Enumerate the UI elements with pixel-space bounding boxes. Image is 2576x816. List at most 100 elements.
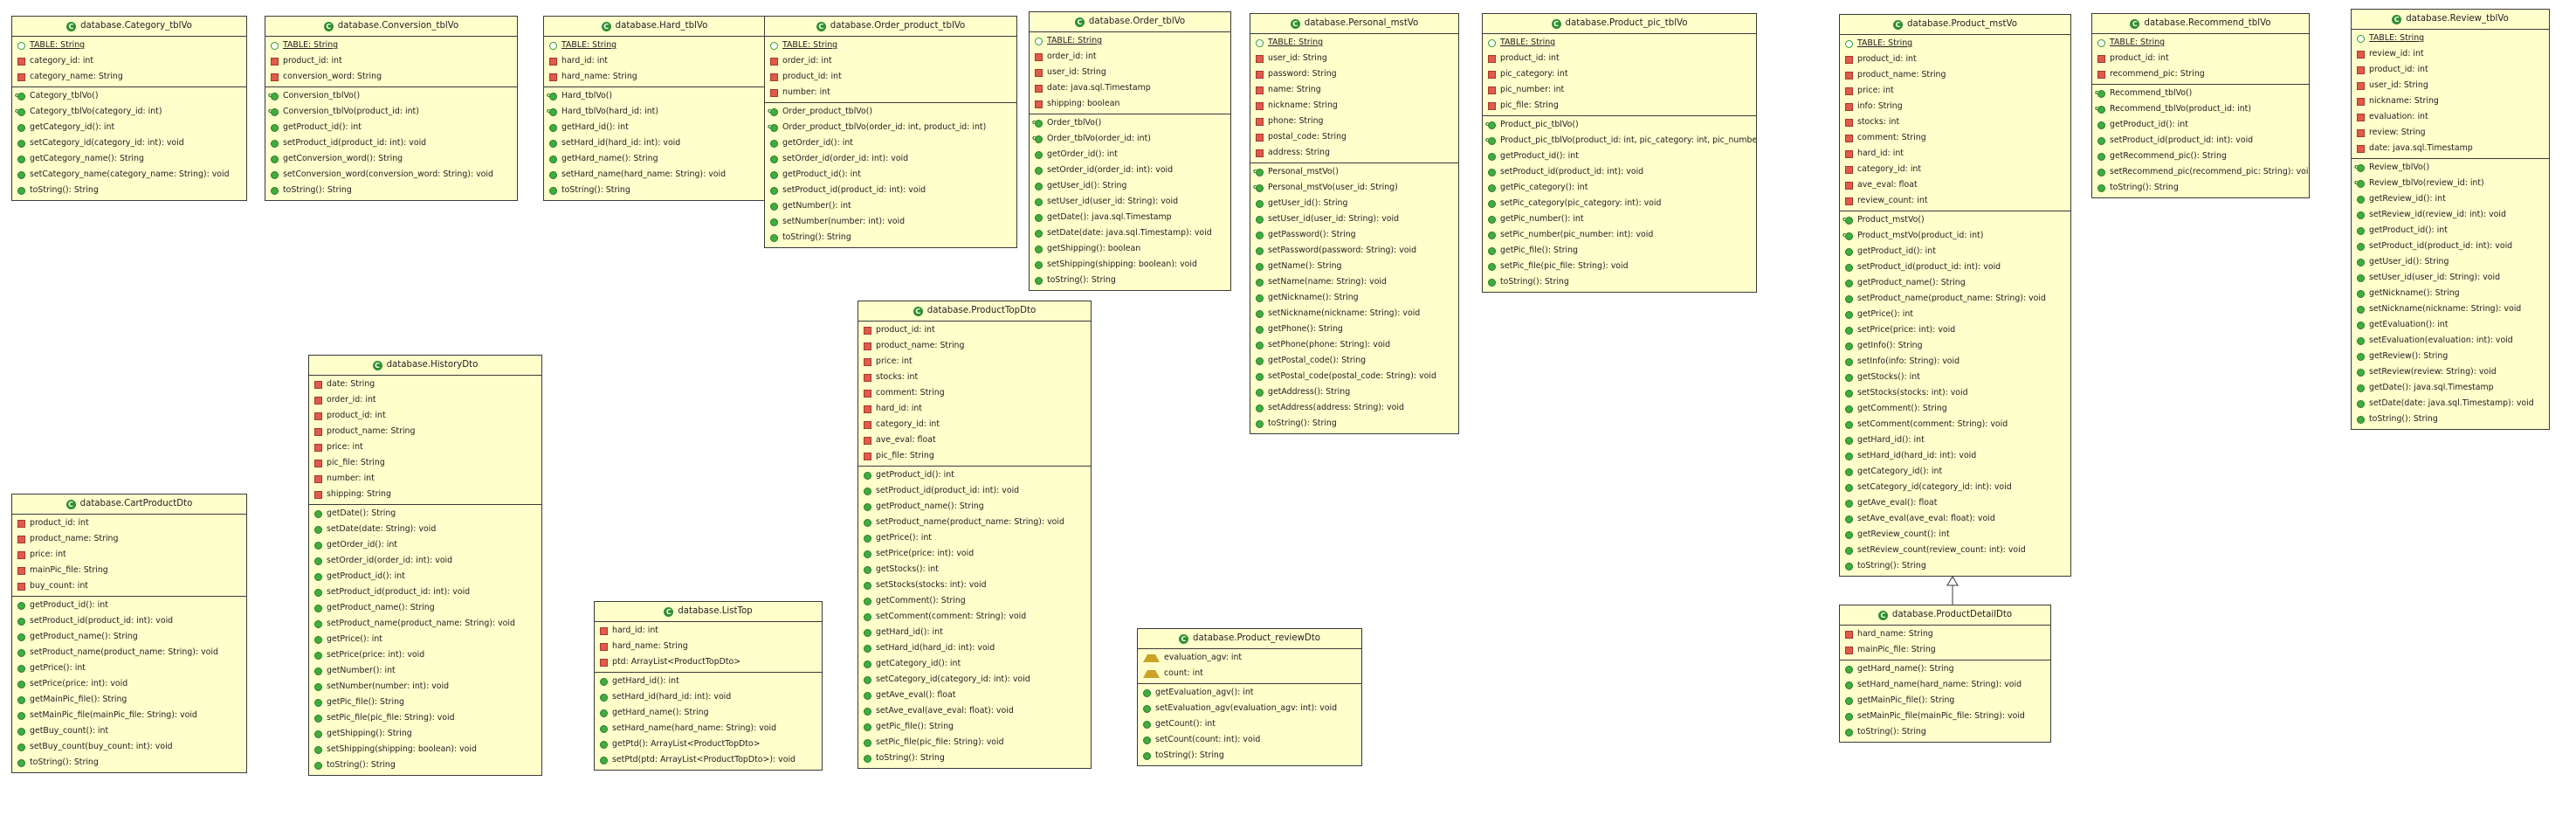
operation-row[interactable]: getHard_id(): int <box>858 625 1091 640</box>
operation-row[interactable]: setPtd(ptd: ArrayList<ProductTopDto>): v… <box>595 752 822 768</box>
operation-row[interactable]: toString(): String <box>309 757 541 773</box>
operation-row[interactable]: getNickname(): String <box>1250 290 1458 306</box>
attribute-row[interactable]: product_id: int <box>1483 51 1756 66</box>
operation-row[interactable]: getEvaluation_agv(): int <box>1138 685 1361 701</box>
operation-row[interactable]: getHard_id(): int <box>544 120 765 135</box>
operation-row[interactable]: setShipping(shipping: boolean): void <box>309 742 541 757</box>
attribute-row[interactable]: date: java.sql.Timestamp <box>2352 141 2549 156</box>
attribute-row[interactable]: product_name: String <box>858 338 1091 354</box>
attribute-row[interactable]: user_id: String <box>2352 78 2549 93</box>
operation-row[interactable]: Conversion_tblVo() <box>265 88 517 104</box>
operation-row[interactable]: setProduct_id(product_id: int): void <box>265 135 517 151</box>
operation-row[interactable]: getProduct_id(): int <box>1483 149 1756 164</box>
operation-row[interactable]: setPrice(price: int): void <box>858 546 1091 562</box>
operation-row[interactable]: setHard_name(hard_name: String): void <box>595 721 822 736</box>
operation-row[interactable]: toString(): String <box>12 183 246 198</box>
attribute-row[interactable]: review_id: int <box>2352 46 2549 62</box>
operation-row[interactable]: getOrder_id(): int <box>1030 147 1230 163</box>
operation-row[interactable]: toString(): String <box>765 230 1016 245</box>
attribute-row[interactable]: phone: String <box>1250 114 1458 129</box>
attribute-row[interactable]: mainPic_file: String <box>1840 642 2050 658</box>
operation-row[interactable]: setProduct_id(product_id: int): void <box>2092 133 2309 149</box>
operation-row[interactable]: setHard_id(hard_id: int): void <box>544 135 765 151</box>
operation-row[interactable]: Product_mstVo() <box>1840 212 2070 228</box>
attribute-row[interactable]: product_name: String <box>309 424 541 439</box>
operation-row[interactable]: setPic_file(pic_file: String): void <box>309 710 541 726</box>
operation-row[interactable]: Review_tblVo() <box>2352 160 2549 176</box>
operation-row[interactable]: getCategory_id(): int <box>1840 464 2070 480</box>
operation-row[interactable]: setHard_id(hard_id: int): void <box>595 689 822 705</box>
operation-row[interactable]: Product_pic_tblVo(product_id: int, pic_c… <box>1483 133 1756 149</box>
attribute-row[interactable]: TABLE: String <box>12 38 246 53</box>
operation-row[interactable]: getNickname(): String <box>2352 286 2549 301</box>
attribute-row[interactable]: hard_id: int <box>858 401 1091 417</box>
operation-row[interactable]: getHard_name(): String <box>1840 661 2050 677</box>
operation-row[interactable]: setPassword(password: String): void <box>1250 243 1458 259</box>
operation-row[interactable]: setProduct_id(product_id: int): void <box>858 483 1091 499</box>
operation-row[interactable]: getPrice(): int <box>309 632 541 647</box>
attribute-row[interactable]: TABLE: String <box>265 38 517 53</box>
attribute-row[interactable]: name: String <box>1250 82 1458 98</box>
operation-row[interactable]: setPic_file(pic_file: String): void <box>858 735 1091 750</box>
operation-row[interactable]: setReview(review: String): void <box>2352 364 2549 380</box>
attribute-row[interactable]: TABLE: String <box>1840 36 2070 52</box>
operation-row[interactable]: setProduct_name(product_name: String): v… <box>1840 291 2070 307</box>
operation-row[interactable]: setShipping(shipping: boolean): void <box>1030 257 1230 273</box>
attribute-row[interactable]: stocks: int <box>1840 114 2070 130</box>
operation-row[interactable]: setPrice(price: int): void <box>309 647 541 663</box>
operation-row[interactable]: getProduct_name(): String <box>1840 275 2070 291</box>
attribute-row[interactable]: product_id: int <box>265 53 517 69</box>
operation-row[interactable]: setOrder_id(order_id: int): void <box>309 553 541 569</box>
operation-row[interactable]: setUser_id(user_id: String): void <box>1030 194 1230 210</box>
operation-row[interactable]: getBuy_count(): int <box>12 723 246 739</box>
attribute-row[interactable]: number: int <box>309 471 541 487</box>
attribute-row[interactable]: category_id: int <box>12 53 246 69</box>
operation-row[interactable]: setPic_number(pic_number: int): void <box>1483 227 1756 243</box>
operation-row[interactable]: getProduct_name(): String <box>309 600 541 616</box>
operation-row[interactable]: setMainPic_file(mainPic_file: String): v… <box>12 708 246 723</box>
operation-row[interactable]: toString(): String <box>1138 748 1361 764</box>
attribute-row[interactable]: product_id: int <box>858 322 1091 338</box>
operation-row[interactable]: setProduct_name(product_name: String): v… <box>12 645 246 660</box>
attribute-row[interactable]: price: int <box>1840 83 2070 99</box>
operation-row[interactable]: setProduct_id(product_id: int): void <box>2352 239 2549 254</box>
attribute-row[interactable]: price: int <box>12 547 246 563</box>
attribute-row[interactable]: user_id: String <box>1030 65 1230 80</box>
operation-row[interactable]: setProduct_id(product_id: int): void <box>309 584 541 600</box>
operation-row[interactable]: getMainPic_file(): String <box>1840 693 2050 709</box>
attribute-row[interactable]: TABLE: String <box>2092 35 2309 51</box>
operation-row[interactable]: Hard_tblVo(hard_id: int) <box>544 104 765 120</box>
operation-row[interactable]: getUser_id(): String <box>1250 196 1458 211</box>
operation-row[interactable]: setProduct_name(product_name: String): v… <box>858 515 1091 530</box>
attribute-row[interactable]: hard_name: String <box>544 69 765 85</box>
operation-row[interactable]: setStocks(stocks: int): void <box>858 577 1091 593</box>
operation-row[interactable]: toString(): String <box>1030 273 1230 288</box>
attribute-row[interactable]: evaluation: int <box>2352 109 2549 125</box>
operation-row[interactable]: setPrice(price: int): void <box>12 676 246 692</box>
operation-row[interactable]: Product_pic_tblVo() <box>1483 117 1756 133</box>
operation-row[interactable]: toString(): String <box>2092 180 2309 196</box>
operation-row[interactable]: getReview_count(): int <box>1840 527 2070 543</box>
attribute-row[interactable]: nickname: String <box>1250 98 1458 114</box>
operation-row[interactable]: Conversion_tblVo(product_id: int) <box>265 104 517 120</box>
operation-row[interactable]: getPrice(): int <box>858 530 1091 546</box>
operation-row[interactable]: setNumber(number: int): void <box>309 679 541 695</box>
operation-row[interactable]: setReview_count(review_count: int): void <box>1840 543 2070 558</box>
operation-row[interactable]: Product_mstVo(product_id: int) <box>1840 228 2070 244</box>
attribute-row[interactable]: hard_id: int <box>1840 146 2070 162</box>
operation-row[interactable]: setDate(date: java.sql.Timestamp): void <box>2352 396 2549 411</box>
operation-row[interactable]: getHard_name(): String <box>544 151 765 167</box>
attribute-row[interactable]: hard_id: int <box>544 53 765 69</box>
operation-row[interactable]: setPic_category(pic_category: int): void <box>1483 196 1756 211</box>
operation-row[interactable]: setCount(count: int): void <box>1138 732 1361 748</box>
operation-row[interactable]: getProduct_id(): int <box>2092 117 2309 133</box>
attribute-row[interactable]: TABLE: String <box>1483 35 1756 51</box>
attribute-row[interactable]: product_name: String <box>1840 67 2070 83</box>
